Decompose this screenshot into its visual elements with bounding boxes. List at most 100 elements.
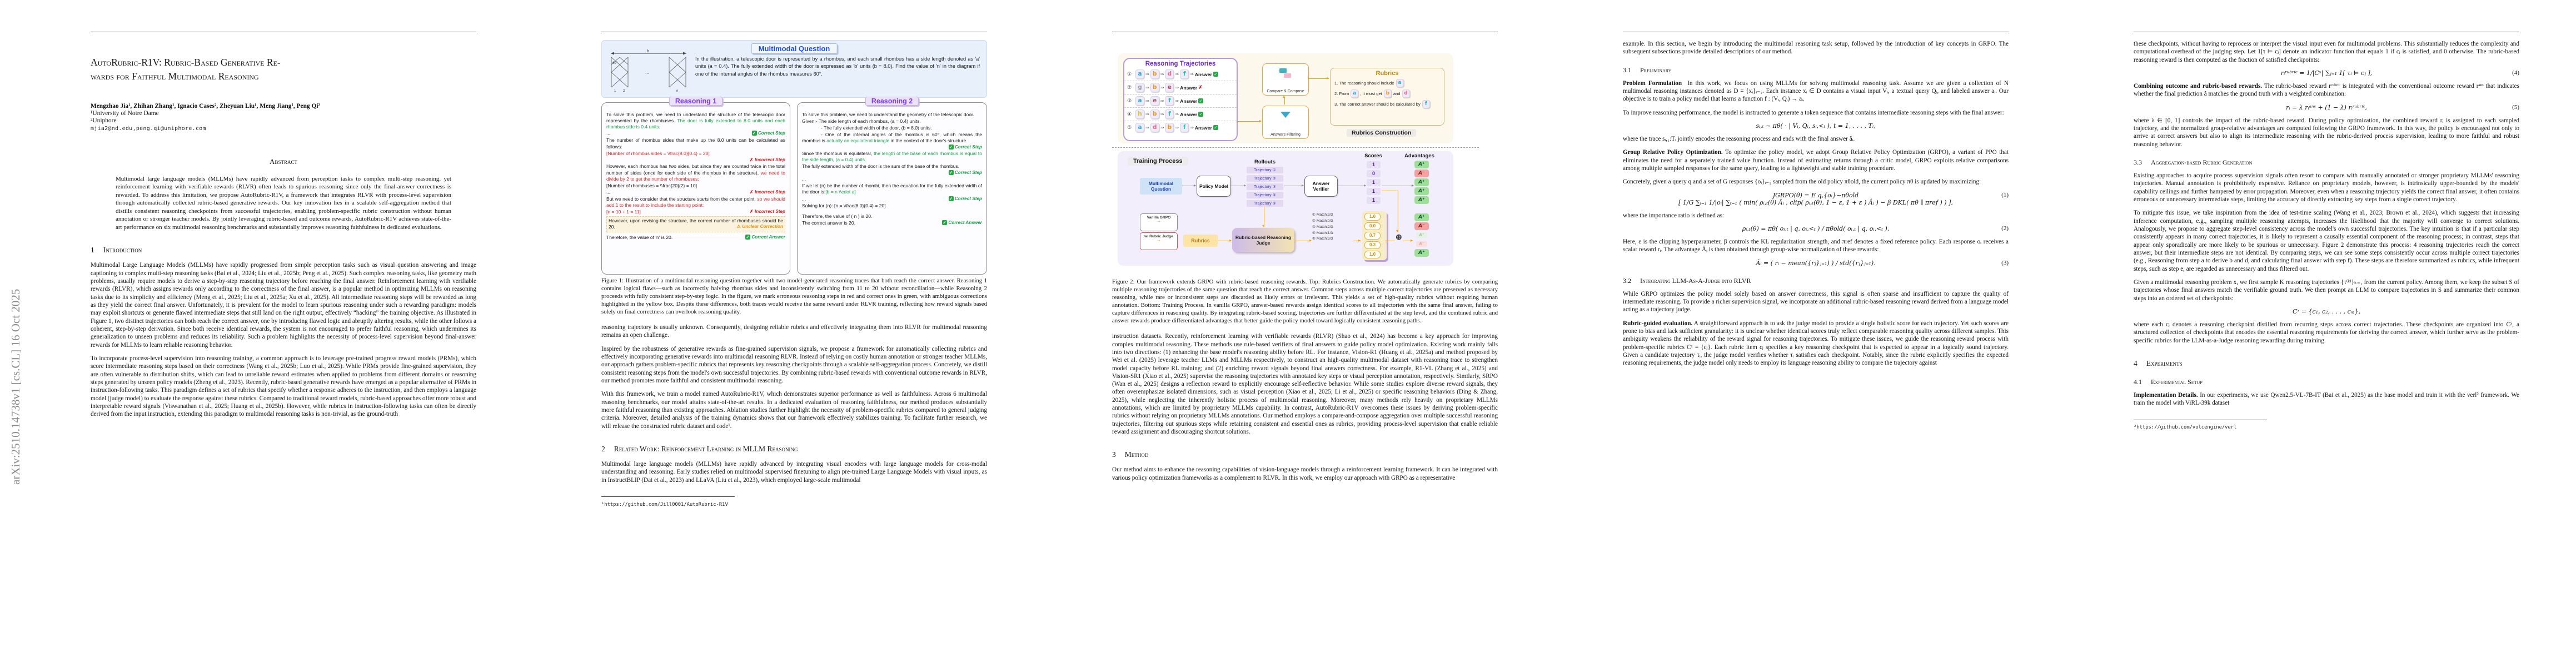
arrowhead-icon: ▴	[1283, 94, 1285, 99]
arrow-icon: ⇒	[1175, 112, 1179, 117]
ellipsis: ...	[606, 131, 611, 137]
correct-answer-badge: ✓ Correct Answer	[745, 234, 785, 241]
equation-1: JGRPO(θ) = E q,{oᵢ}∼πθold[ 1/G ∑ᵢ₌₁ 1/|o…	[1623, 192, 2009, 206]
trajectory-chip: Trajectory ⑤	[1247, 200, 1283, 207]
section-number: 3	[1112, 450, 1116, 459]
rubrics-title: Rubrics	[1376, 70, 1399, 77]
step-chip: e	[1165, 83, 1174, 92]
trajectory-chip: Trajectory ③	[1247, 183, 1283, 190]
page-2: Multimodal Question b	[546, 0, 1043, 667]
reasoning-text: Therefore, the value of ( n ) is 20.	[802, 213, 873, 219]
answer-label: Answer	[1180, 84, 1198, 91]
reasoning-judge-box: Rubric-based Reasoning Judge	[1232, 228, 1294, 252]
match-item: ⑤ Match:3/3	[1312, 237, 1333, 241]
rubric-guided-paragraph: Rubric-guided evaluation. A straightforw…	[1623, 320, 2009, 367]
rubrics-construction-label: Rubrics Construction	[1347, 129, 1417, 137]
check-icon: ✓	[948, 170, 954, 175]
section-title: Method	[1124, 450, 1149, 459]
reasoning-text: However, each rhombus has two sides, but…	[606, 163, 785, 176]
match-item: ① Match:3/3	[1312, 213, 1333, 217]
answer-label: Answer	[1180, 111, 1198, 117]
figure-1-caption: Figure 1: Illustration of a multimodal r…	[601, 277, 987, 316]
rubric-judge-legend: w/ Rubric Judge→	[1140, 232, 1178, 250]
reasoning-1-title-chip: Reasoning 1	[669, 97, 723, 106]
row-number: ②	[1127, 84, 1132, 90]
trajectory-chip: Trajectory ②	[1247, 175, 1283, 182]
equation-text: ρᵢ,ₜ(θ) = πθ( oᵢ,ₜ | q, oᵢ,<ₜ ) / πθold(…	[1742, 225, 1890, 232]
page-4: example. In this section, we begin by in…	[1567, 0, 2064, 667]
equation-number: (1)	[2001, 191, 2009, 198]
footnote-rule	[601, 496, 735, 497]
affiliation-1: ¹University of Notre Dame	[91, 109, 159, 117]
equation-number: (5)	[2512, 103, 2519, 111]
check-icon: ✓	[1198, 112, 1204, 117]
gray-arrow-icon: →	[1157, 218, 1161, 223]
arrowhead-icon: ▸	[1309, 238, 1312, 243]
unclear-correction-box: However, upon revising the structure, th…	[606, 216, 785, 232]
training-process-panel: Training Process Multimodal Question Pol…	[1118, 151, 1453, 266]
arrowhead-icon: ▸	[1244, 183, 1247, 188]
badge-label: Correct Answer	[751, 234, 785, 240]
reasoning-text: However, upon revising the structure, th…	[609, 218, 783, 230]
step-chip: a	[1396, 79, 1404, 87]
badge-label: Unclear Correction	[742, 224, 783, 230]
step-chip: b	[1150, 109, 1159, 119]
section-title: Aggregation-based Rubric Generation	[2151, 158, 2253, 166]
arrow-icon: ⇒	[1145, 85, 1149, 90]
row-number: ①	[1127, 71, 1132, 77]
multimodal-question-chip: Multimodal Question	[1140, 178, 1182, 195]
diagram-angle-label: 60°	[612, 62, 618, 65]
answer-score-chip: 0	[1367, 170, 1381, 177]
vanilla-grpo-legend: Vanilla GRPO→	[1140, 213, 1178, 231]
paragraph-lead: Combining outcome and rubric-based rewar…	[2134, 82, 2263, 89]
section-title: Experimental Setup	[2151, 377, 2203, 386]
body-paragraph: Multimodal large language models (MLLMs)…	[601, 461, 987, 484]
grpo-paragraph: Group Relative Policy Optimization. To o…	[1623, 148, 2009, 172]
step-chip: f	[1165, 109, 1174, 119]
implementation-details-paragraph: Implementation Details. In our experimen…	[2134, 391, 2519, 407]
intro-paragraph-2: To incorporate process-level supervision…	[91, 355, 476, 418]
reasoning-text: But we need to consider that the structu…	[606, 196, 756, 202]
footnote-2: ²https://github.com/volcengine/verl	[2134, 425, 2237, 431]
rubric-score-chip: 0.7	[1364, 232, 1381, 240]
figure-divider	[1112, 147, 1479, 148]
step-chip: d	[1165, 69, 1174, 79]
reasoning-2-box: Reasoning 2 To solve this problem, we ne…	[797, 97, 987, 275]
blocks-icon	[1279, 68, 1292, 78]
diagram-index-n: n	[676, 89, 679, 93]
arrow-icon: ⇒	[1190, 72, 1194, 77]
body-paragraph: While GRPO optimizes the policy model so…	[1623, 290, 2009, 313]
section-title: Preliminary	[1640, 66, 1672, 74]
equation-text: Âᵢ = ( rᵢ − mean({rⱼ}ⱼ₌₁) ) / std({rⱼ}ⱼ₌…	[1756, 259, 1876, 267]
multimodal-question-box: Multimodal Question b	[601, 40, 987, 98]
arrow-line	[1237, 121, 1261, 122]
reasoning-text-green: the length of the base of each rhombus i…	[802, 151, 982, 163]
author-emails: mjia2@nd.edu,peng.qi@uniphore.com	[91, 125, 206, 132]
arrow-line	[1284, 97, 1285, 104]
equation-text: rᵢʳᵘᵇʳⁱᶜ = 1/|Cˣ| ∑ⱼ₌₁ 1[ τᵢ ⊨ cⱼ ],	[2280, 69, 2373, 77]
reasoning-text: Given:- The side length of each rhombus,…	[802, 118, 921, 125]
arrowhead-icon: ▸	[1411, 238, 1413, 243]
body-paragraph: To improve reasoning performance, the mo…	[1623, 109, 2004, 116]
rubric-text: 1. The reasoning should include	[1334, 81, 1394, 86]
abstract-heading: Abstract	[270, 157, 297, 166]
cross-icon: ✗	[1198, 84, 1203, 90]
question-text: In the illustration, a telescopic door i…	[695, 56, 980, 77]
rollouts-label: Rollouts	[1254, 159, 1275, 165]
arrow-icon: ⇒	[1160, 112, 1164, 117]
body-paragraph: Given a multimodal reasoning problem x, …	[2134, 278, 2519, 302]
rubric-text: 3. The correct answer should be calculat…	[1334, 102, 1421, 107]
unclear-correction-badge: ⚠ Unclear Correction	[737, 224, 783, 230]
arrow-icon: ⇒	[1175, 125, 1179, 130]
equation-sampling: sᵢ,ₜ ∼ πθ( · | Vᵢ, Qᵢ, sᵢ,<ₜ ), t = 1, .…	[1623, 122, 2009, 130]
question-title-chip: Multimodal Question	[751, 43, 838, 54]
section-number: 2	[601, 445, 605, 454]
check-icon: ✓	[745, 234, 751, 240]
reasoning-text-red: so we should add 1 to the result to incl…	[606, 196, 785, 208]
